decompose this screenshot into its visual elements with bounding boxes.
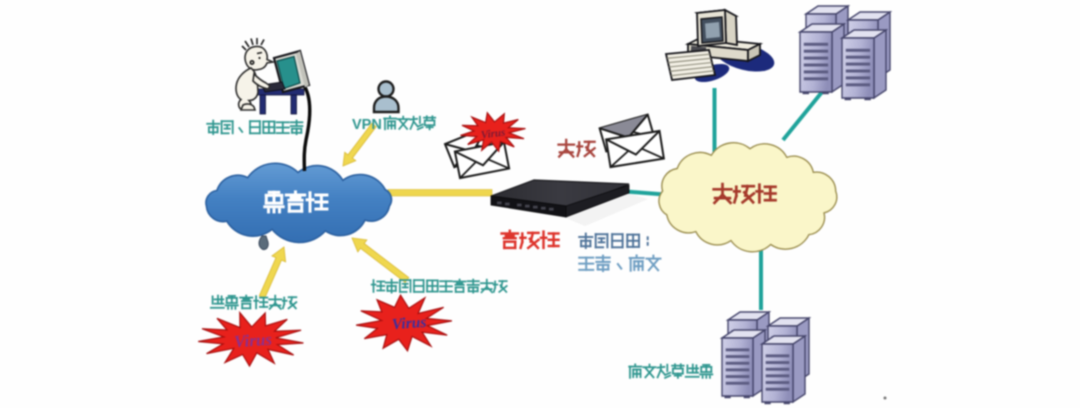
svg-text:VPN: VPN <box>352 117 382 133</box>
svg-text:Virus: Virus <box>480 127 506 142</box>
svg-text:Virus: Virus <box>234 330 273 352</box>
svg-text:Virus: Virus <box>391 314 427 333</box>
